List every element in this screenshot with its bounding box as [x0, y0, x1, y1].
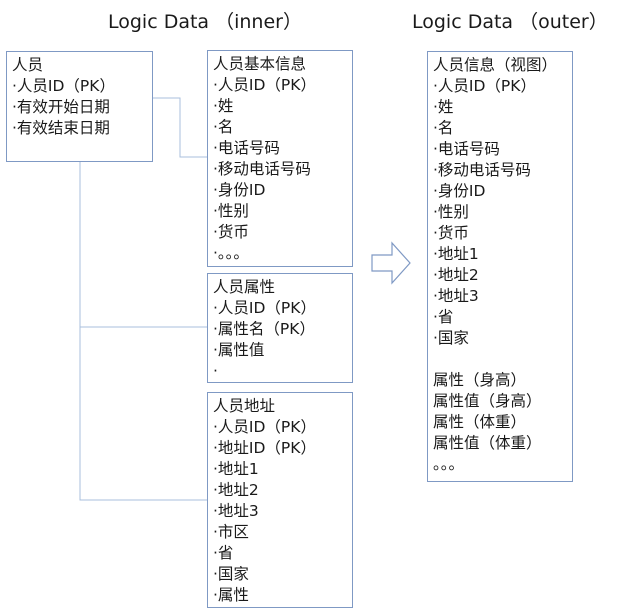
address-box-title: 人员地址 — [213, 397, 276, 415]
view-field: ·地址3 — [433, 287, 479, 305]
basic-info-field: ·名 — [213, 118, 234, 136]
outer-arrow — [371, 241, 411, 285]
view-field: ·姓 — [433, 98, 454, 116]
view-extra-field: 属性值（身高） — [433, 392, 542, 410]
basic-info-box: 人员基本信息 ·人员ID（PK） ·姓 ·名 ·电话号码 ·移动电话号码 ·身份… — [207, 50, 353, 267]
view-box-title: 人员信息（视图） — [433, 56, 558, 74]
basic-info-field: ·。。。 — [213, 244, 249, 262]
view-box: 人员信息（视图） ·人员ID（PK） ·姓 ·名 ·电话号码 ·移动电话号码 ·… — [427, 51, 573, 482]
person-box: 人员 ·人员ID（PK） ·有效开始日期 ·有效结束日期 — [6, 51, 153, 162]
attributes-box-title: 人员属性 — [213, 278, 276, 296]
basic-info-field: ·货币 — [213, 223, 249, 241]
attributes-box: 人员属性 ·人员ID（PK） ·属性名（PK） ·属性值 · — [207, 273, 353, 383]
view-extra-field: 。。。 — [433, 455, 465, 473]
attributes-field: ·属性值 — [213, 341, 265, 359]
basic-info-field: ·人员ID（PK） — [213, 76, 316, 94]
view-spacer — [433, 349, 567, 370]
address-box: 人员地址 ·人员ID（PK） ·地址ID（PK） ·地址1 ·地址2 ·地址3 … — [207, 392, 353, 608]
view-field: ·地址2 — [433, 266, 479, 284]
address-field: ·地址3 — [213, 502, 259, 520]
attributes-field: ·属性名（PK） — [213, 320, 315, 338]
view-field: ·名 — [433, 119, 454, 137]
view-field: ·移动电话号码 — [433, 161, 531, 179]
view-field: ·身份ID — [433, 182, 486, 200]
person-field: ·有效开始日期 — [12, 98, 110, 116]
view-extra-field: 属性值（体重） — [433, 434, 542, 452]
inner-heading: Logic Data （inner） — [108, 11, 302, 33]
view-field: ·货币 — [433, 224, 469, 242]
connector-person-basic-info — [152, 97, 207, 158]
view-field: ·地址1 — [433, 245, 479, 263]
view-field: ·电话号码 — [433, 140, 500, 158]
basic-info-field: ·移动电话号码 — [213, 160, 311, 178]
attributes-field: · — [213, 362, 218, 380]
basic-info-field: ·身份ID — [213, 181, 266, 199]
connector-person-trunk — [79, 162, 207, 501]
view-field: ·国家 — [433, 329, 469, 347]
address-field: ·人员ID（PK） — [213, 418, 316, 436]
view-extra-field: 属性（身高） — [433, 371, 527, 389]
basic-info-box-title: 人员基本信息 — [213, 55, 307, 73]
address-field: ·地址ID（PK） — [213, 439, 316, 457]
outer-heading: Logic Data （outer） — [412, 11, 608, 33]
address-field: ·市区 — [213, 523, 249, 541]
address-field: ·国家 — [213, 565, 249, 583]
attributes-field: ·人员ID（PK） — [213, 299, 316, 317]
address-field: ·地址2 — [213, 481, 259, 499]
person-field: ·人员ID（PK） — [12, 77, 115, 95]
view-field: ·性别 — [433, 203, 469, 221]
basic-info-field: ·姓 — [213, 97, 234, 115]
view-field: ·人员ID（PK） — [433, 77, 536, 95]
address-field: ·地址1 — [213, 460, 259, 478]
basic-info-field: ·性别 — [213, 202, 249, 220]
address-field: ·省 — [213, 544, 234, 562]
person-field: ·有效结束日期 — [12, 119, 110, 137]
view-field: ·省 — [433, 308, 454, 326]
address-field: ·属性 — [213, 586, 249, 604]
basic-info-field: ·电话号码 — [213, 139, 280, 157]
person-box-title: 人员 — [12, 56, 44, 74]
view-extra-field: 属性（体重） — [433, 413, 527, 431]
